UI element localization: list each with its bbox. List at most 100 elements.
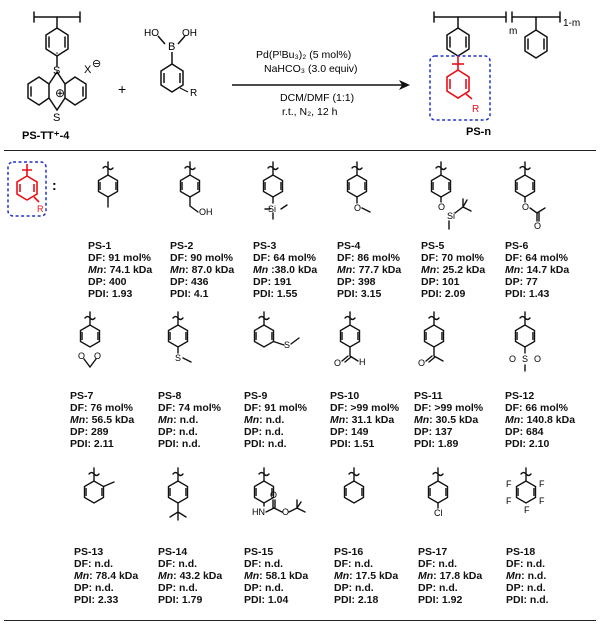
aryl-legend: R : (7, 161, 57, 217)
polydispersity: PDI: n.d. (158, 438, 201, 450)
degree-functionalization: DF: n.d. (74, 558, 114, 570)
mn-separator: : (85, 414, 92, 426)
mn-value: n.d. (527, 570, 547, 582)
mn-separator: : (103, 264, 110, 276)
mn-value: n.d. (179, 414, 199, 426)
boronic-oh: OH (182, 28, 197, 39)
product-id: PS-10 (330, 390, 360, 402)
mn-prefix: Mn (158, 414, 174, 426)
product-id: PS-11 (414, 390, 443, 402)
molecular-weight: Mn: n.d. (506, 570, 549, 582)
degree-polymerization: DP: 137 (414, 426, 453, 438)
molecular-weight: Mn :38.0 kDa (253, 264, 317, 276)
polydispersity: PDI: 1.92 (418, 594, 463, 606)
arrow-head (399, 80, 410, 90)
polydispersity: PDI: n.d. (506, 594, 549, 606)
atom-label: Cl (434, 508, 443, 518)
polydispersity: PDI: n.d. (244, 438, 287, 450)
atom-label: O (354, 203, 361, 213)
degree-polymerization: DP: 400 (88, 276, 127, 288)
degree-functionalization: DF: 64 mol% (505, 252, 569, 264)
degree-polymerization: DP: 101 (421, 276, 460, 288)
structure-ps-2: OH (179, 161, 213, 217)
product-id: PS-16 (334, 546, 364, 558)
atom-label: O (270, 490, 277, 500)
product-id: PS-9 (244, 390, 268, 402)
mn-separator: : (433, 570, 440, 582)
product-id: PS-4 (337, 240, 361, 252)
polydispersity: PDI: 1.79 (158, 594, 203, 606)
solvent-text: DCM/DMF (1:1) (280, 92, 354, 104)
molecular-weight: Mn: n.d. (158, 414, 221, 426)
polydispersity: PDI: 2.33 (74, 594, 119, 606)
atom-label: S (175, 353, 181, 363)
mn-separator: : (521, 570, 528, 582)
molecular-weight: Mn: 17.8 kDa (418, 570, 482, 582)
catalyst-text: Pd(PᵗBu₃)₂ (5 mol%) (256, 49, 351, 61)
degree-functionalization: DF: n.d. (244, 558, 284, 570)
product-label: PS-n (466, 126, 491, 138)
product-id: PS-3 (253, 240, 277, 252)
atom-label: S (284, 340, 290, 350)
structure-ps-11: O (418, 311, 445, 368)
mn-separator: : (429, 414, 436, 426)
atom-label: S (522, 354, 528, 364)
atom-label: O (509, 354, 516, 364)
degree-polymerization: DP: n.d. (244, 426, 284, 438)
product-id: PS-2 (170, 240, 194, 252)
mn-value: 56.5 kDa (91, 414, 135, 426)
counterion-label: X (84, 64, 92, 76)
molecular-weight: Mn: 56.5 kDa (70, 414, 134, 426)
degree-functionalization: DF: n.d. (158, 558, 198, 570)
product-id: PS-5 (421, 240, 445, 252)
sulfonium-charge: ⊕ (55, 86, 65, 100)
product-highlight-box (429, 55, 491, 121)
legend-colon: : (52, 177, 57, 193)
product-backbone (433, 11, 561, 23)
mn-separator: : (352, 264, 359, 276)
molecular-weight: Mn: 30.5 kDa (414, 414, 483, 426)
degree-functionalization: DF: 91 mol% (244, 402, 308, 414)
atom-label: O (534, 221, 541, 231)
boronic-r: R (190, 88, 197, 99)
degree-polymerization: DP: 684 (505, 426, 544, 438)
mn-prefix: Mn (414, 414, 430, 426)
mn-prefix: Mn (330, 414, 346, 426)
degree-polymerization: DP: 398 (337, 276, 376, 288)
reaction-scheme: S S ⊕ X ⊖ PS-TT⁺-4 + B HO OH R Pd(PᵗBu₃)… (22, 11, 580, 142)
degree-polymerization: DP: 191 (253, 276, 292, 288)
structure-ps-14 (167, 467, 189, 521)
atom-label: O (522, 202, 529, 212)
mn-value: 14.7 kDa (526, 264, 570, 276)
atom-label: OH (199, 207, 213, 217)
product-id: PS-17 (418, 546, 448, 558)
mn-value: 17.5 kDa (355, 570, 399, 582)
polydispersity: PDI: 4.1 (170, 288, 209, 300)
mn-separator: : (520, 264, 527, 276)
molecular-weight: Mn: 77.7 kDa (337, 264, 401, 276)
mn-value: 43.2 kDa (179, 570, 223, 582)
atom-label: O (534, 354, 541, 364)
